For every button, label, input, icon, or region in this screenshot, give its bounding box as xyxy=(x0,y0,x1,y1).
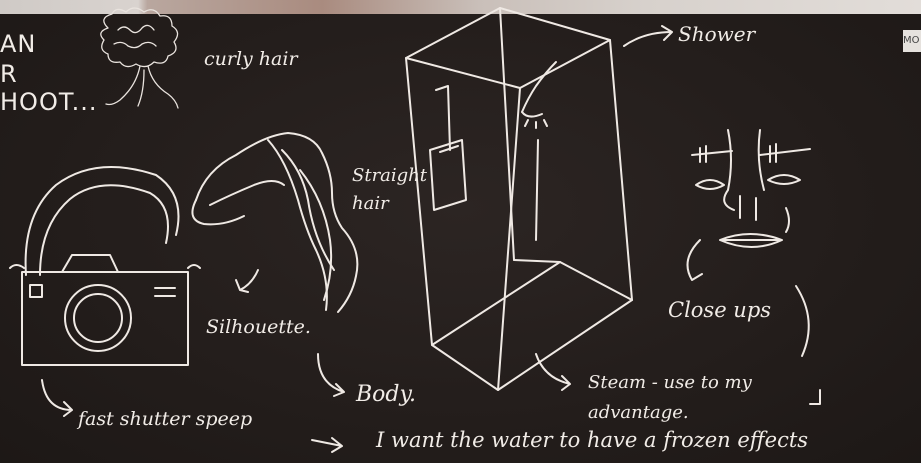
label-shower: Shower xyxy=(678,22,755,46)
label-frozen-effects: I want the water to have a frozen effect… xyxy=(376,428,808,452)
heading-line-2: R xyxy=(0,60,18,88)
label-silhouette: Silhouette. xyxy=(206,316,311,338)
heading-line-1: AN xyxy=(0,30,36,58)
label-close-ups: Close ups xyxy=(668,298,771,322)
camera-drawing xyxy=(10,167,200,365)
label-fast-shutter: fast shutter speep xyxy=(78,408,252,430)
label-straight-hair: Straight hair xyxy=(352,162,422,218)
label-steam: Steam - use to my advantage. xyxy=(588,368,824,428)
label-curly-hair: curly hair xyxy=(204,48,298,70)
close-ups-drawing xyxy=(688,130,811,356)
shower-drawing xyxy=(406,8,632,390)
silhouette-drawing xyxy=(192,133,357,312)
edge-label: MO xyxy=(903,30,921,52)
curly-hair-drawing xyxy=(101,8,178,108)
heading-line-3: HOOT... xyxy=(0,88,98,116)
label-body: Body. xyxy=(356,382,416,407)
